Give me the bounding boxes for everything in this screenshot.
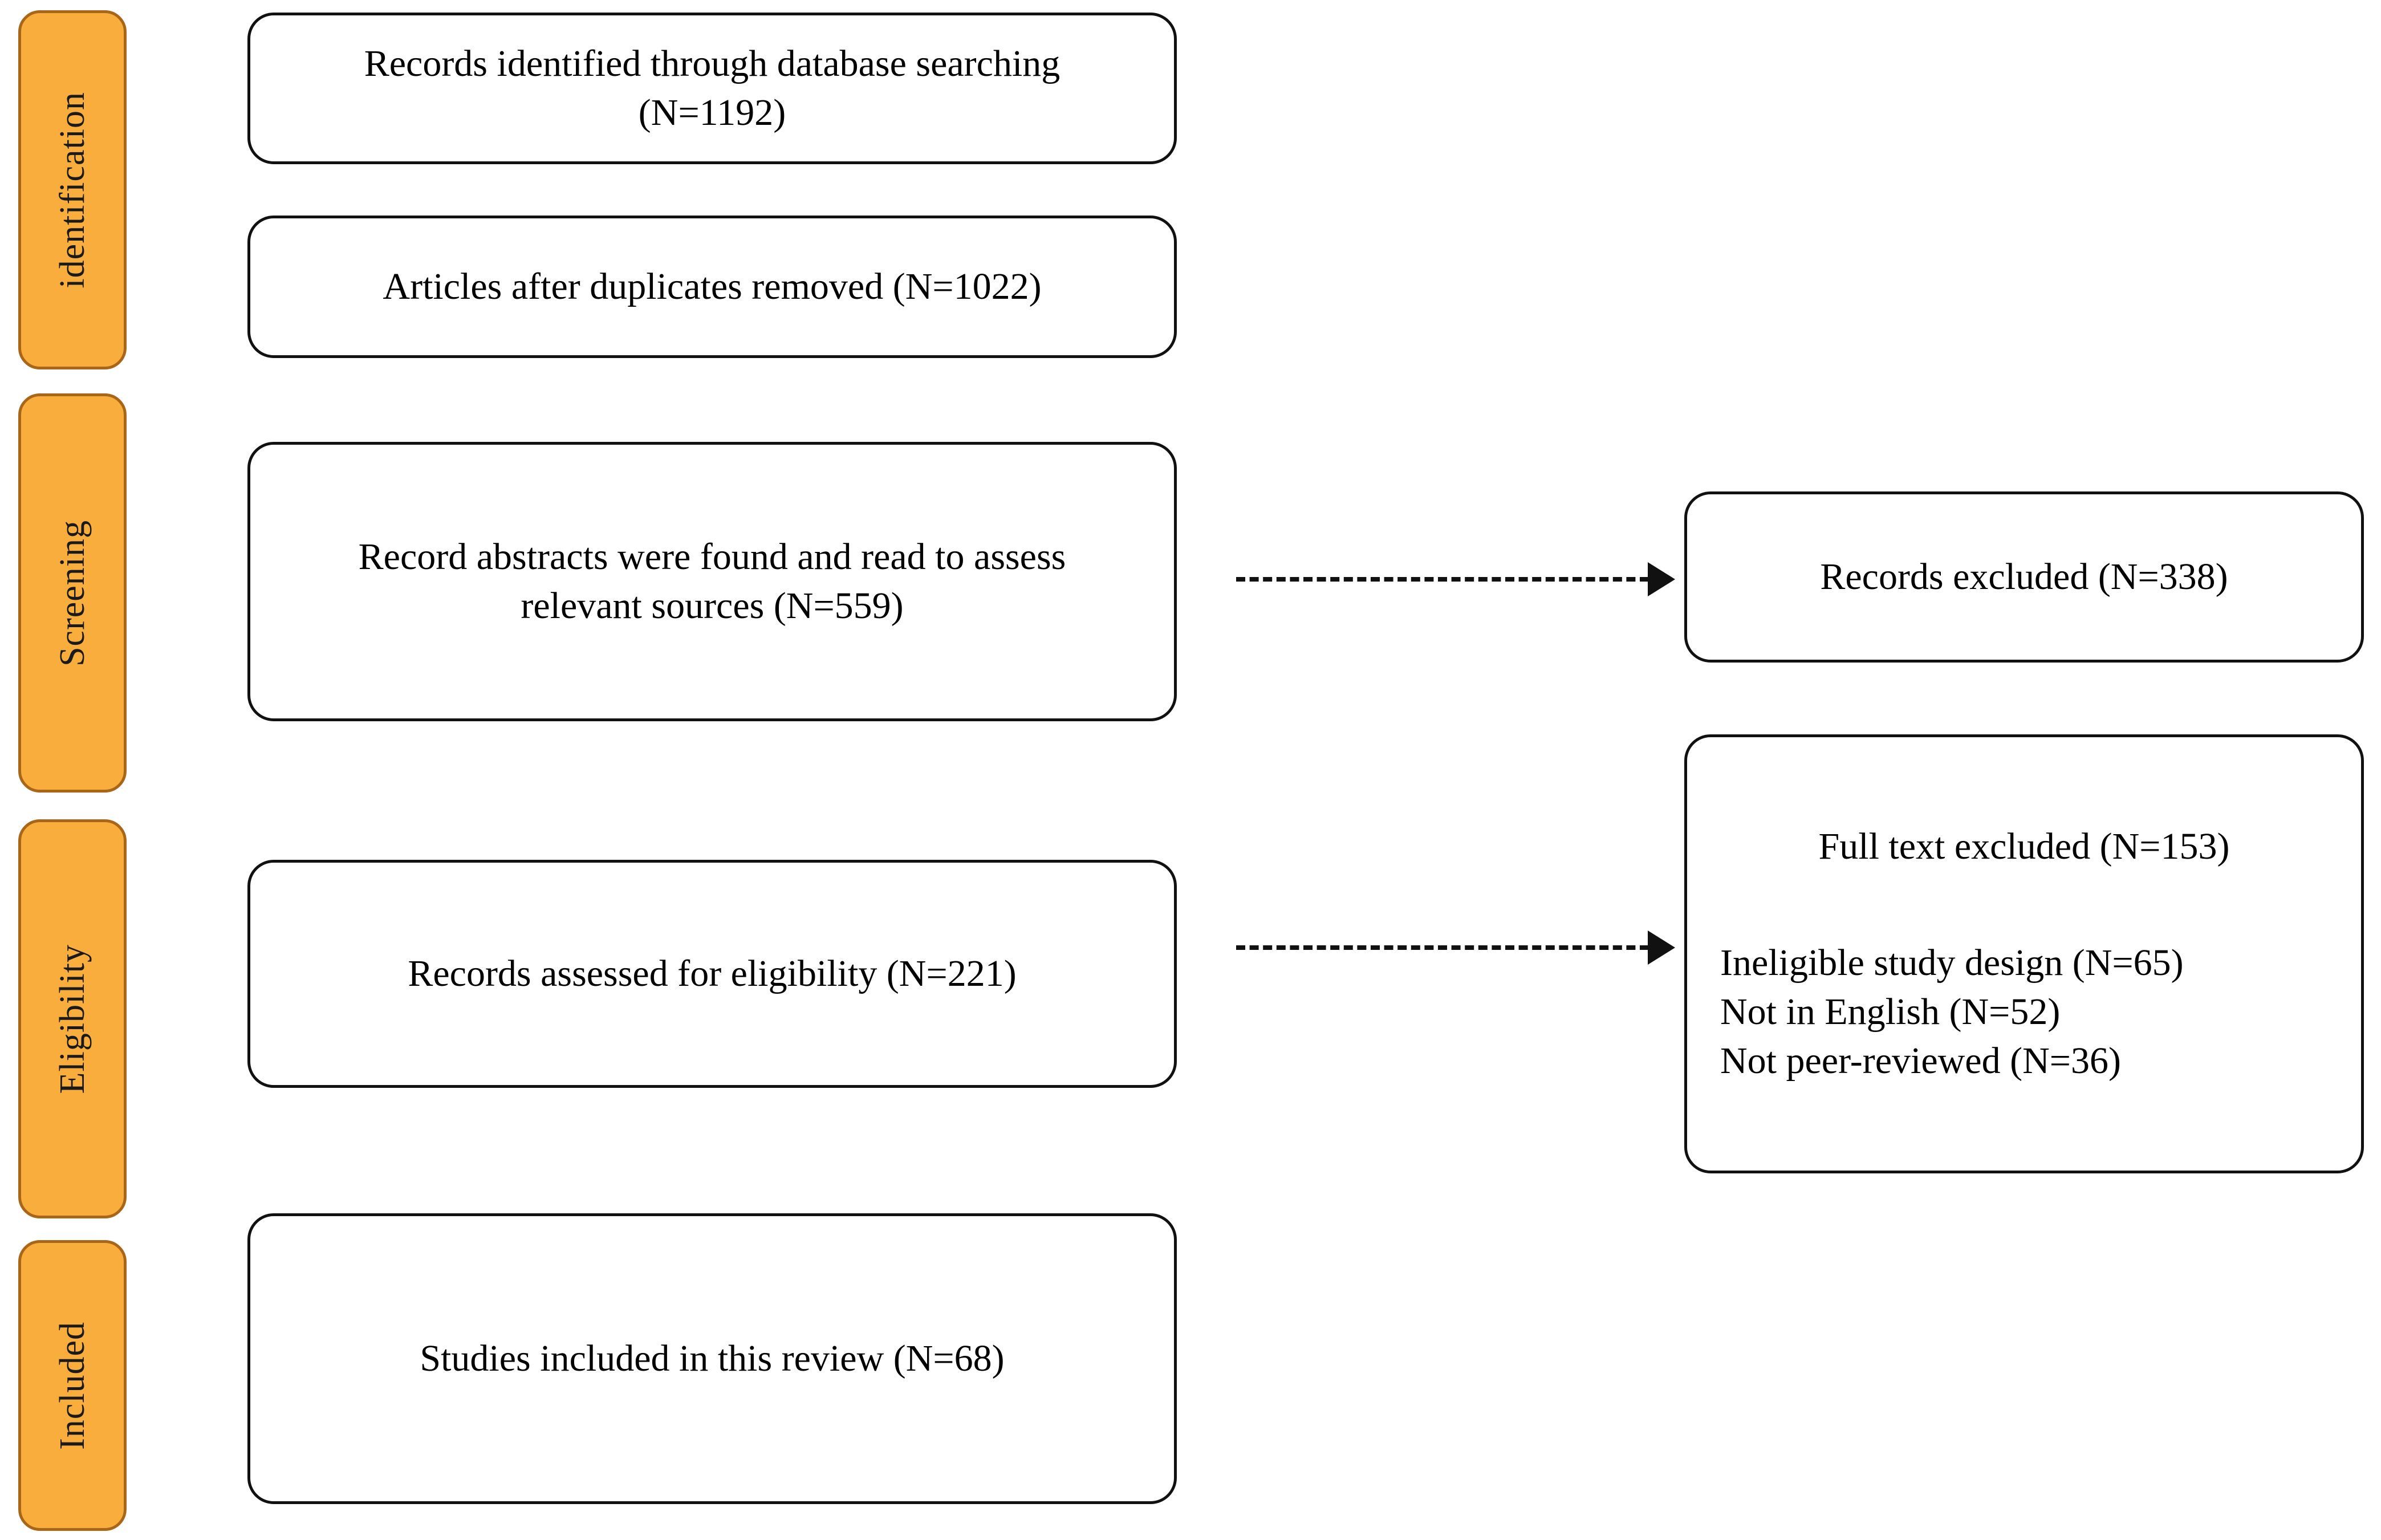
- box-record-abstracts-read-text: Record abstracts were found and read to …: [278, 533, 1147, 631]
- box-records-identified: Records identified through database sear…: [247, 13, 1177, 164]
- stage-bar-eligibility: Eligibility: [18, 819, 127, 1218]
- stage-bar-screening: Screening: [18, 393, 127, 793]
- box-records-assessed-eligibility: Records assessed for eligibility (N=221): [247, 860, 1177, 1088]
- stage-label-screening: Screening: [53, 519, 92, 667]
- arrow-head-screening: [1648, 562, 1675, 596]
- stage-bar-included: Included: [18, 1240, 127, 1531]
- arrow-head-eligibility: [1648, 930, 1675, 965]
- box-records-assessed-eligibility-text: Records assessed for eligibility (N=221): [408, 953, 1017, 995]
- full-text-excluded-title: Full text excluded (N=153): [1818, 826, 2230, 868]
- box-studies-included-text: Studies included in this review (N=68): [420, 1338, 1005, 1380]
- stage-label-identification: identification: [53, 91, 92, 289]
- reason-ineligible-study-design: Ineligible study design (N=65): [1720, 942, 2184, 984]
- stage-label-included: Included: [53, 1321, 92, 1450]
- box-studies-included: Studies included in this review (N=68): [247, 1213, 1177, 1504]
- full-text-excluded-reason-list: Ineligible study design (N=65) Not in En…: [1720, 938, 2328, 1085]
- records-identified-line2: (N=1192): [638, 92, 786, 133]
- reason-not-in-english: Not in English (N=52): [1720, 991, 2061, 1033]
- records-identified-line1: Records identified through database sear…: [364, 43, 1061, 85]
- arrow-line-eligibility: [1236, 945, 1649, 950]
- record-abstracts-line2: relevant sources (N=559): [521, 585, 904, 627]
- box-articles-after-duplicates: Articles after duplicates removed (N=102…: [247, 216, 1177, 358]
- arrow-line-screening: [1236, 577, 1649, 582]
- box-articles-after-duplicates-text: Articles after duplicates removed (N=102…: [383, 266, 1042, 308]
- box-full-text-excluded: Full text excluded (N=153) Ineligible st…: [1684, 734, 2364, 1173]
- box-records-excluded-text: Records excluded (N=338): [1820, 556, 2228, 598]
- stage-bar-identification: identification: [18, 10, 127, 369]
- box-records-excluded: Records excluded (N=338): [1684, 491, 2364, 663]
- reason-not-peer-reviewed: Not peer-reviewed (N=36): [1720, 1039, 2121, 1082]
- box-records-identified-text: Records identified through database sear…: [278, 39, 1147, 137]
- box-record-abstracts-read: Record abstracts were found and read to …: [247, 442, 1177, 721]
- record-abstracts-line1: Record abstracts were found and read to …: [358, 536, 1066, 578]
- stage-label-eligibility: Eligibility: [53, 944, 92, 1094]
